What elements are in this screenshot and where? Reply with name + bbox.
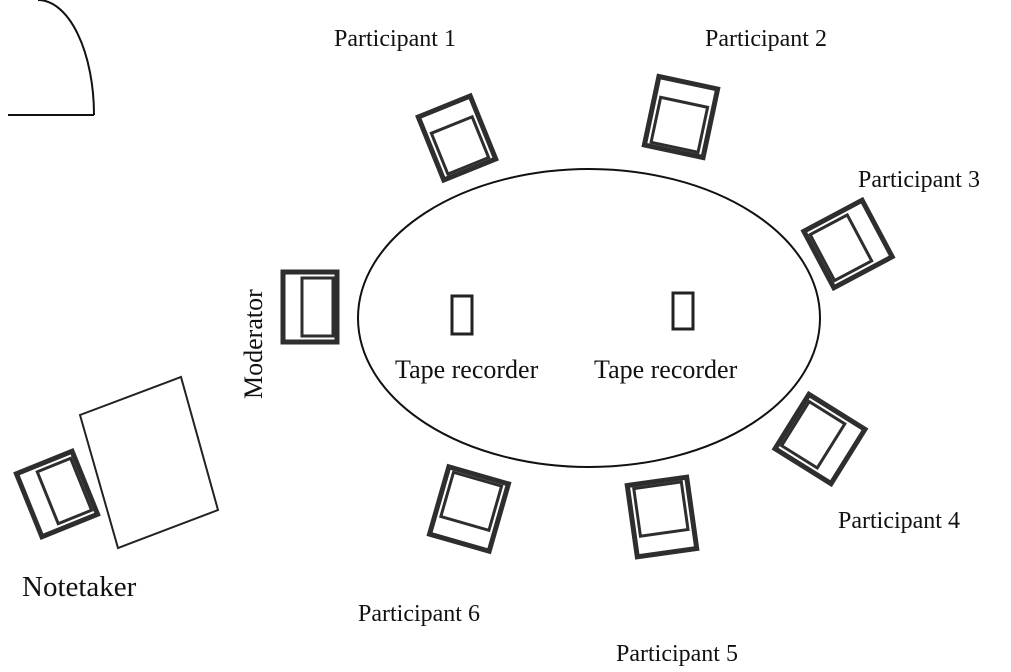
label-participant-4: Participant 4	[838, 508, 960, 534]
tape-recorder-left	[450, 294, 474, 336]
label-participant-3: Participant 3	[858, 167, 980, 193]
chair-moderator	[280, 269, 340, 345]
label-participant-2: Participant 2	[705, 26, 827, 52]
label-participant-1: Participant 1	[334, 26, 456, 52]
label-participant-5: Participant 5	[616, 641, 738, 667]
door-swing-arc	[37, 0, 95, 116]
chair-participant-3	[800, 196, 896, 292]
tape-recorder-right	[671, 291, 695, 331]
door	[8, 0, 95, 116]
label-moderator: Moderator	[239, 289, 268, 399]
label-tape-recorder-right: Tape recorder	[594, 355, 738, 384]
chair-participant-5	[624, 474, 700, 560]
label-notetaker: Notetaker	[22, 571, 137, 603]
label-tape-recorder-left: Tape recorder	[395, 355, 539, 384]
chair-notetaker	[13, 447, 101, 541]
chair-participant-1	[415, 92, 499, 184]
oval-table	[357, 168, 821, 468]
chair-participant-4	[771, 390, 869, 488]
chair-participant-2	[641, 73, 721, 161]
chair-participant-6	[426, 463, 512, 555]
notetaker-desk	[78, 375, 220, 550]
label-participant-6: Participant 6	[358, 601, 480, 627]
